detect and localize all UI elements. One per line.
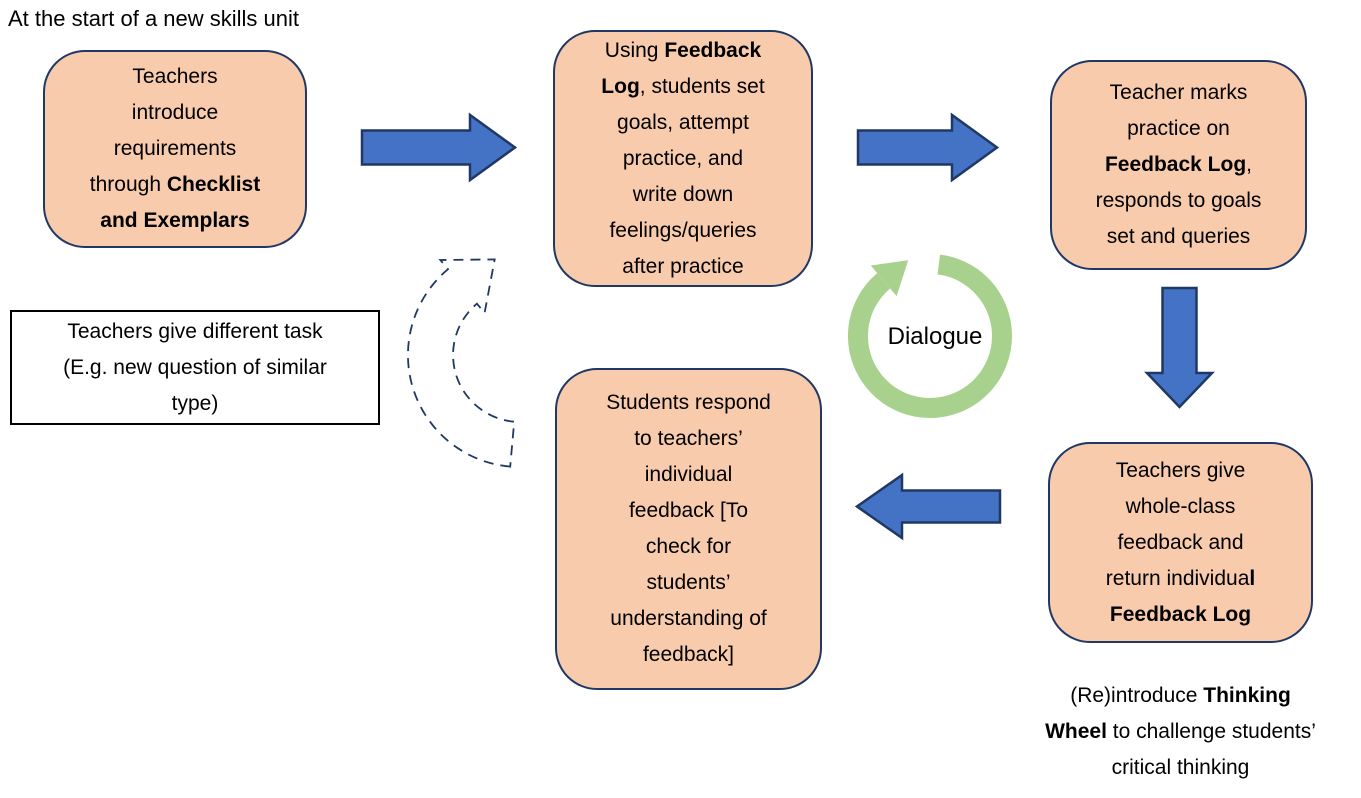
dashed-return-arrow-icon — [407, 258, 516, 468]
dialogue-cycle-icon — [847, 254, 1012, 418]
header-unit-start: At the start of a new skills unit — [8, 6, 300, 31]
arrow-right-practice-to-marking-icon — [856, 112, 1000, 183]
arrow-left-wholeclass-to-respond-icon — [854, 472, 1002, 541]
arrow-right-intro-to-practice-icon — [360, 112, 518, 183]
note-box-different-task-text: Teachers give different task(E.g. new qu… — [63, 319, 327, 415]
arrow-down-marking-to-wholeclass-icon — [1144, 286, 1215, 409]
dialogue-label: Dialogue — [887, 323, 983, 350]
note-box-different-task: Teachers give different task(E.g. new qu… — [10, 310, 380, 425]
